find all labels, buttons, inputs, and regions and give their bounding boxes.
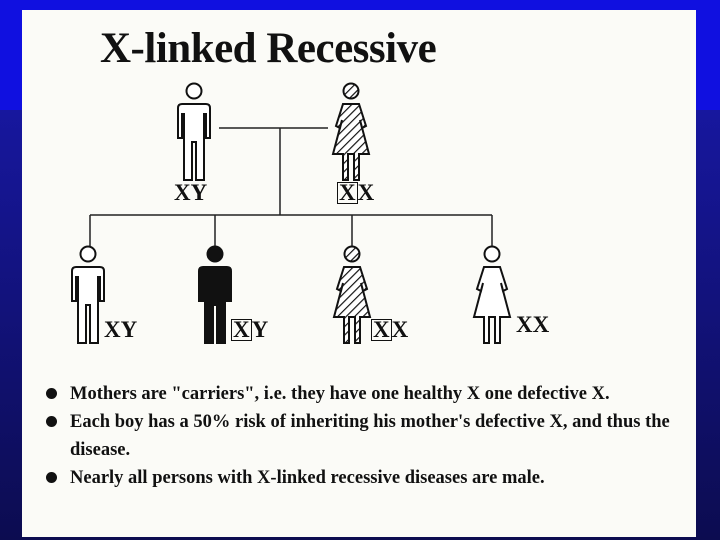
mother-female-carrier-icon bbox=[332, 82, 370, 181]
note-item: Each boy has a 50% risk of inheriting hi… bbox=[40, 408, 690, 464]
note-item: Mothers are "carriers", i.e. they have o… bbox=[40, 380, 690, 408]
father-male-unaffected-icon bbox=[177, 82, 211, 181]
son-2-genotype: XY bbox=[231, 317, 269, 342]
daughter-1-genotype: XX bbox=[371, 317, 409, 342]
daughter-2-genotype: XX bbox=[516, 312, 550, 337]
pedigree-lines bbox=[89, 127, 493, 248]
father-genotype: XY bbox=[174, 180, 208, 205]
son-unaffected-icon bbox=[71, 245, 105, 344]
slide-title: X-linked Recessive bbox=[100, 25, 437, 72]
mother-genotype: XX bbox=[337, 180, 375, 205]
defective-x-marker: X bbox=[337, 180, 358, 205]
notes-list: Mothers are "carriers", i.e. they have o… bbox=[40, 380, 690, 492]
son-1-genotype: XY bbox=[104, 317, 138, 342]
note-item: Nearly all persons with X-linked recessi… bbox=[40, 464, 690, 492]
defective-x-marker: X bbox=[231, 317, 252, 342]
son-affected-icon bbox=[198, 245, 232, 344]
daughter-carrier-icon bbox=[333, 245, 371, 344]
defective-x-marker: X bbox=[371, 317, 392, 342]
slide: X-linked Recessive bbox=[22, 10, 696, 537]
daughter-unaffected-icon bbox=[473, 245, 511, 344]
pedigree-diagram bbox=[71, 82, 511, 344]
